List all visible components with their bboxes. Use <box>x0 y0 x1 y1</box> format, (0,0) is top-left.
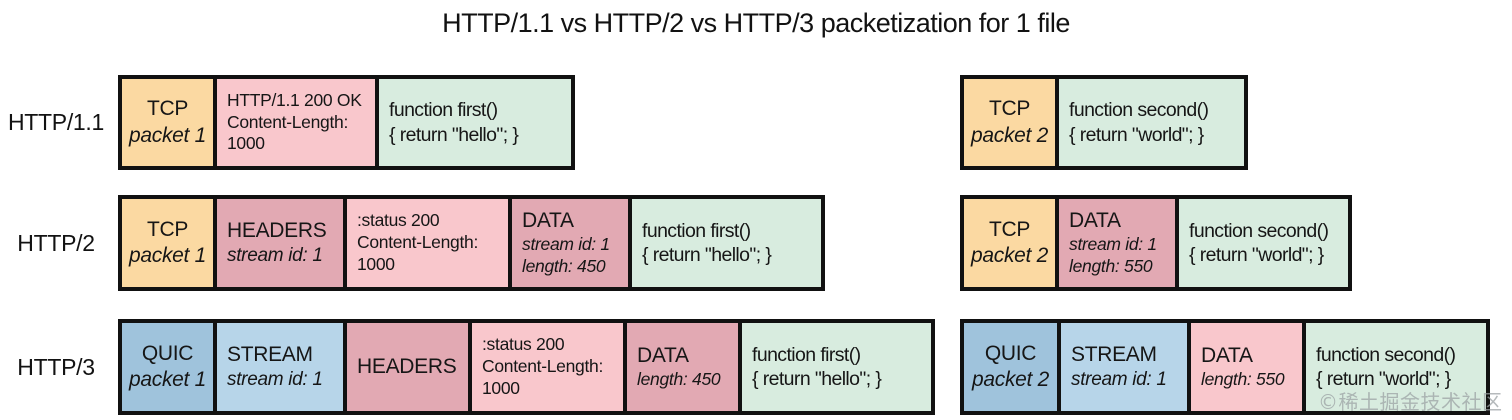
code-line: { return "hello"; } <box>752 368 882 390</box>
stream-id: stream id: 1 <box>227 369 323 391</box>
http1-packet-2: TCP packet 2 function second() { return … <box>960 75 1248 170</box>
cell-tcp-header: TCP packet 2 <box>964 79 1059 166</box>
stream-id: stream id: 1 <box>227 245 323 267</box>
frame-length: length: 450 <box>522 256 606 277</box>
code-line: { return "hello"; } <box>389 123 519 146</box>
stream-id: stream id: 1 <box>1069 234 1157 255</box>
frame-type: DATA <box>522 209 574 233</box>
header-line: 1000 <box>482 377 520 398</box>
cell-data-frame: DATA stream id: 1 length: 550 <box>1059 199 1179 287</box>
http1-packet-1: TCP packet 1 HTTP/1.1 200 OK Content-Len… <box>118 75 575 170</box>
cell-stream-frame: STREAM stream id: 1 <box>1061 323 1191 411</box>
frame-type: DATA <box>637 344 689 368</box>
row-label-http3: HTTP/3 <box>17 353 95 380</box>
stream-id: stream id: 1 <box>1071 369 1167 391</box>
frame-type: HEADERS <box>357 354 457 378</box>
cell-quic-header: QUIC packet 2 <box>964 323 1061 411</box>
packet-number: packet 2 <box>971 244 1048 267</box>
packet-number: packet 1 <box>129 368 206 391</box>
code-line: { return "world"; } <box>1189 244 1324 266</box>
http2-packet-1: TCP packet 1 HEADERS stream id: 1 :statu… <box>118 195 825 291</box>
code-line: function second() <box>1189 219 1329 242</box>
http2-packet-2: TCP packet 2 DATA stream id: 1 length: 5… <box>960 195 1352 291</box>
frame-length: length: 550 <box>1069 256 1153 277</box>
cell-headers-frame: HEADERS stream id: 1 <box>217 199 347 287</box>
code-line: function second() <box>1316 343 1456 366</box>
code-line: function first() <box>752 343 861 366</box>
cell-headers-frame: HEADERS <box>347 323 472 411</box>
header-line: Content-Length: <box>227 111 349 132</box>
header-line: :status 200 <box>482 334 565 355</box>
code-line: { return "world"; } <box>1069 123 1204 146</box>
protocol-label: TCP <box>988 217 1031 241</box>
cell-tcp-header: TCP packet 2 <box>964 199 1059 287</box>
code-line: function second() <box>1069 99 1209 122</box>
frame-length: length: 550 <box>1201 369 1285 390</box>
diagram-title: HTTP/1.1 vs HTTP/2 vs HTTP/3 packetizati… <box>442 8 1070 38</box>
frame-length: length: 450 <box>637 369 721 390</box>
cell-http-headers: HTTP/1.1 200 OK Content-Length: 1000 <box>217 79 379 166</box>
row-label-http2: HTTP/2 <box>17 229 95 256</box>
protocol-label: TCP <box>988 97 1031 121</box>
protocol-label: QUIC <box>984 341 1037 365</box>
frame-type: DATA <box>1069 209 1121 233</box>
stream-id: stream id: 1 <box>522 234 610 255</box>
http3-packet-2: QUIC packet 2 STREAM stream id: 1 DATA l… <box>960 319 1490 415</box>
frame-type: STREAM <box>227 343 313 367</box>
header-line: Content-Length: <box>357 232 479 253</box>
cell-file-payload: function second() { return "world"; } <box>1306 323 1486 411</box>
frame-type: HEADERS <box>227 219 327 243</box>
packet-number: packet 1 <box>129 244 206 267</box>
cell-tcp-header: TCP packet 1 <box>122 199 217 287</box>
row-label-http1.1: HTTP/1.1 <box>7 109 104 135</box>
protocol-label: TCP <box>146 217 189 241</box>
code-line: { return "world"; } <box>1316 368 1451 390</box>
header-line: HTTP/1.1 200 OK <box>227 89 362 110</box>
code-line: { return "hello"; } <box>642 244 772 266</box>
header-line: 1000 <box>227 133 265 154</box>
cell-tcp-header: TCP packet 1 <box>122 79 217 166</box>
packet-number: packet 2 <box>971 123 1048 147</box>
cell-file-payload: function first() { return "hello"; } <box>632 199 821 287</box>
http3-packet-1: QUIC packet 1 STREAM stream id: 1 HEADER… <box>118 319 935 415</box>
code-line: function first() <box>642 219 751 242</box>
cell-stream-frame: STREAM stream id: 1 <box>217 323 347 411</box>
packet-number: packet 2 <box>972 368 1049 391</box>
cell-quic-header: QUIC packet 1 <box>122 323 217 411</box>
juejin-watermark: ©稀土掘金技术社区 <box>1318 390 1503 414</box>
header-line: Content-Length: <box>482 356 604 377</box>
header-line: :status 200 <box>357 210 440 231</box>
protocol-label: QUIC <box>141 341 194 365</box>
code-line: function first() <box>389 99 498 122</box>
frame-type: DATA <box>1201 344 1253 368</box>
packet-number: packet 1 <box>129 123 206 147</box>
cell-file-payload: function second() { return "world"; } <box>1179 199 1348 287</box>
cell-data-frame: DATA length: 550 <box>1191 323 1306 411</box>
cell-file-payload: function first() { return "hello"; } <box>379 79 571 166</box>
cell-http-headers: :status 200 Content-Length: 1000 <box>347 199 512 287</box>
cell-http-headers: :status 200 Content-Length: 1000 <box>472 323 627 411</box>
frame-type: STREAM <box>1071 343 1157 367</box>
cell-data-frame: DATA length: 450 <box>627 323 742 411</box>
cell-data-frame: DATA stream id: 1 length: 450 <box>512 199 632 287</box>
cell-file-payload: function first() { return "hello"; } <box>742 323 931 411</box>
header-line: 1000 <box>357 253 395 274</box>
cell-file-payload: function second() { return "world"; } <box>1059 79 1244 166</box>
protocol-label: TCP <box>146 97 189 121</box>
